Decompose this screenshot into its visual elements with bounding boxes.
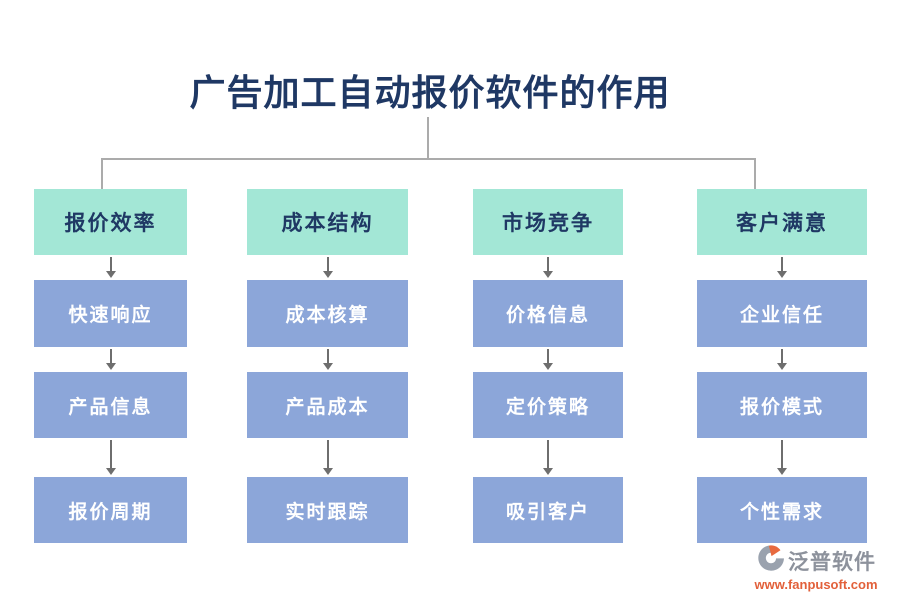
item-node: 产品成本 — [247, 372, 408, 438]
item-node: 价格信息 — [473, 280, 623, 347]
header-node: 成本结构 — [247, 189, 408, 255]
column-market-competition: 市场竞争 价格信息 定价策略 吸引客户 — [473, 189, 623, 545]
item-node: 报价周期 — [34, 477, 187, 543]
column-quote-efficiency: 报价效率 快速响应 产品信息 报价周期 — [34, 189, 187, 545]
header-node: 市场竞争 — [473, 189, 623, 255]
connector-drop-left — [101, 158, 103, 190]
brand-url: www.fanpusoft.com — [754, 577, 878, 592]
connector-title-stem — [427, 117, 429, 160]
brand-name: 泛普软件 — [788, 550, 876, 574]
item-node: 成本核算 — [247, 280, 408, 347]
item-node: 吸引客户 — [473, 477, 623, 543]
down-arrow-icon — [105, 257, 117, 278]
item-node: 快速响应 — [34, 280, 187, 347]
down-arrow-icon — [105, 349, 117, 370]
connector-drop-right — [754, 158, 756, 190]
down-arrow-icon — [322, 257, 334, 278]
item-node: 定价策略 — [473, 372, 623, 438]
down-arrow-icon — [542, 349, 554, 370]
down-arrow-icon — [776, 440, 788, 475]
down-arrow-icon — [776, 349, 788, 370]
item-node: 个性需求 — [697, 477, 867, 543]
down-arrow-icon — [542, 257, 554, 278]
header-node: 报价效率 — [34, 189, 187, 255]
down-arrow-icon — [542, 440, 554, 475]
fanpu-logo: 泛普软件 www.fanpusoft.com — [738, 544, 894, 592]
down-arrow-icon — [322, 440, 334, 475]
down-arrow-icon — [776, 257, 788, 278]
column-cost-structure: 成本结构 成本核算 产品成本 实时跟踪 — [247, 189, 408, 545]
item-node: 实时跟踪 — [247, 477, 408, 543]
item-node: 产品信息 — [34, 372, 187, 438]
header-node: 客户满意 — [697, 189, 867, 255]
item-node: 企业信任 — [697, 280, 867, 347]
connector-horizontal — [101, 158, 756, 160]
item-node: 报价模式 — [697, 372, 867, 438]
down-arrow-icon — [105, 440, 117, 475]
page-title: 广告加工自动报价软件的作用 — [189, 73, 671, 113]
fanpu-logo-icon — [756, 544, 786, 577]
down-arrow-icon — [322, 349, 334, 370]
column-customer-satisfaction: 客户满意 企业信任 报价模式 个性需求 — [697, 189, 867, 545]
